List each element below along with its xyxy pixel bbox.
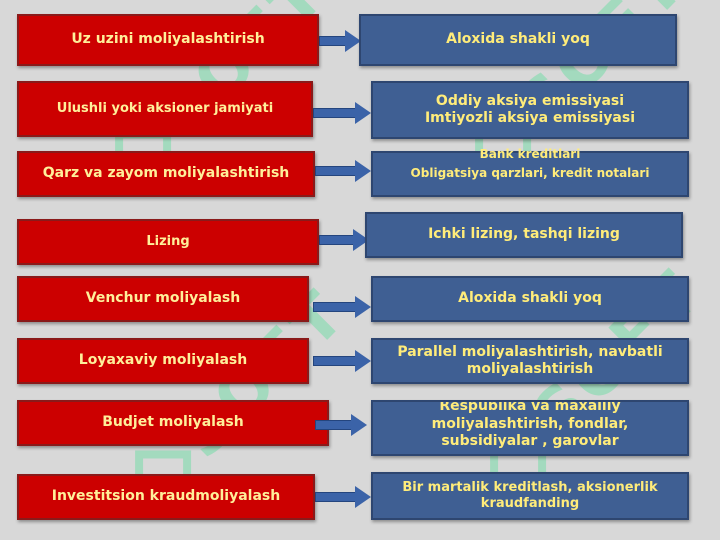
source-box: Uz uzini moliyalashtirish (17, 14, 319, 66)
arrow-right-icon (313, 296, 371, 318)
source-label: Ulushli yoki aksioner jamiyati (56, 100, 274, 116)
source-box: Qarz va zayom moliyalashtirish (17, 151, 315, 197)
target-label: subsidiyalar , garovlar (441, 433, 619, 449)
target-box: Bir martalik kreditlash, aksionerlik kra… (371, 472, 689, 520)
target-label: Bank kreditlari (479, 147, 581, 161)
source-label: Investitsion kraudmoliyalash (51, 488, 281, 505)
target-box: Aloxida shakli yoq (371, 276, 689, 322)
target-box: Ichki lizing, tashqi lizing (365, 212, 683, 258)
target-label: Bir martalik kreditlash, aksionerlik (402, 479, 658, 495)
target-label: moliyalashtirish, fondlar, (431, 415, 629, 432)
source-label: Uz uzini moliyalashtirish (71, 31, 265, 48)
source-box: Ulushli yoki aksioner jamiyati (17, 81, 313, 137)
target-box: Oddiy aksiya emissiyasi Imtiyozli aksiya… (371, 81, 689, 139)
arrow-right-icon (313, 102, 371, 124)
target-label: Aloxida shakli yoq (458, 290, 602, 307)
arrow-right-icon (319, 30, 361, 52)
source-label: Qarz va zayom moliyalashtirish (42, 165, 290, 182)
target-label: Obligatsiya qarzlari, kredit notalari (410, 166, 650, 180)
target-label: Ichki lizing, tashqi lizing (428, 226, 620, 243)
arrow-right-icon (313, 350, 371, 372)
target-box: Aloxida shakli yoq (359, 14, 677, 66)
target-box: Respublika va maxalliy moliyalashtirish,… (371, 400, 689, 456)
source-box: Loyaxaviy moliyalash (17, 338, 309, 384)
target-box: Bank kreditlari Obligatsiya qarzlari, kr… (371, 147, 689, 197)
arrow-right-icon (315, 486, 371, 508)
target-label: Parallel moliyalashtirish, navbatli (397, 343, 663, 360)
arrow-right-icon (319, 229, 369, 251)
target-label: Oddiy aksiya emissiyasi (435, 92, 625, 109)
source-box: Venchur moliyalash (17, 276, 309, 322)
source-label: Venchur moliyalash (85, 290, 241, 307)
target-label: Aloxida shakli yoq (446, 31, 590, 48)
arrow-right-icon (315, 160, 371, 182)
target-label: Respublika va maxalliy (439, 400, 621, 414)
arrow-right-icon (315, 414, 367, 436)
target-box: Parallel moliyalashtirish, navbatli moli… (371, 338, 689, 384)
source-label: Budjet moliyalash (102, 414, 244, 431)
source-box: Lizing (17, 219, 319, 265)
source-box: Investitsion kraudmoliyalash (17, 474, 315, 520)
source-label: Loyaxaviy moliyalash (78, 352, 248, 369)
target-label: moliyalashtirish (466, 361, 594, 377)
target-label: kraudfanding (480, 496, 580, 511)
source-box: Budjet moliyalash (17, 400, 329, 446)
target-label: Imtiyozli aksiya emissiyasi (424, 110, 636, 126)
source-label: Lizing (146, 233, 190, 249)
